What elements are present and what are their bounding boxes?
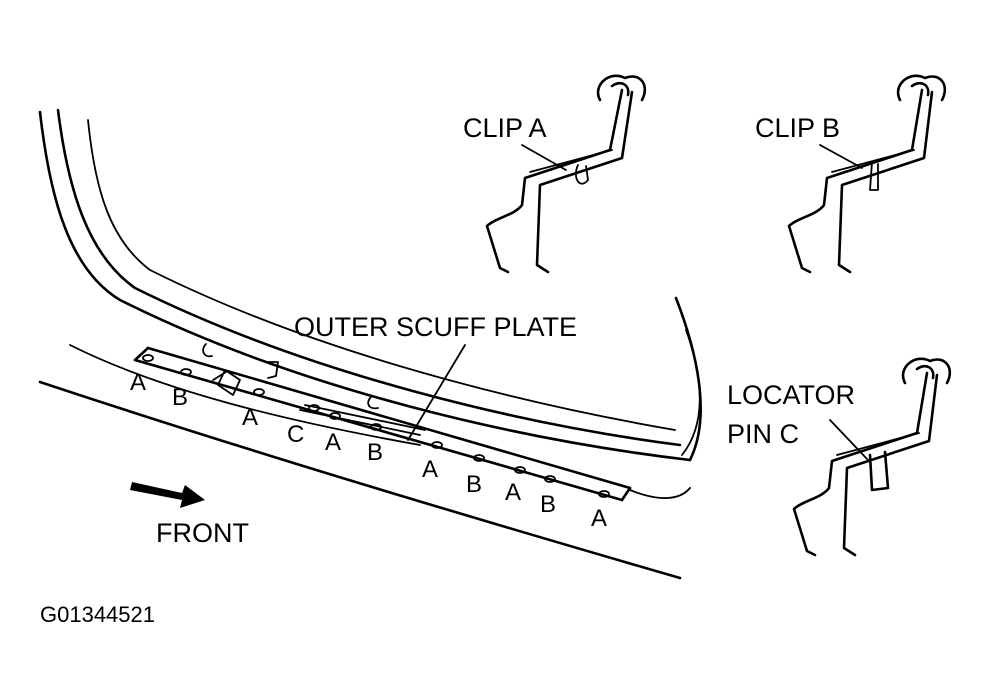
sill-pin-label: B xyxy=(172,384,188,411)
sill-pin-label: A xyxy=(325,429,341,456)
sill-pin-label: B xyxy=(466,471,482,498)
door-opening-outline xyxy=(38,108,702,580)
sill-pin-label: A xyxy=(130,369,146,396)
clip-a-detail xyxy=(485,74,647,274)
locator-label-line2: PIN C xyxy=(727,419,799,449)
sill-pin-label: B xyxy=(540,491,556,518)
sill-pin-label: A xyxy=(591,505,607,532)
clip-b-detail xyxy=(787,74,947,274)
outer-scuff-plate xyxy=(133,343,632,502)
locator-pin-c-detail xyxy=(792,357,952,557)
front-arrow-icon xyxy=(130,482,205,508)
outer-scuff-plate-label: OUTER SCUFF PLATE xyxy=(294,312,577,342)
plate-holes xyxy=(142,354,610,498)
outer-scuff-plate-leader xyxy=(407,344,466,441)
sill-pin-label: C xyxy=(287,421,304,448)
locator-pin-c-leader xyxy=(829,419,869,461)
figure-id: G01344521 xyxy=(40,602,155,627)
clip-a-leader xyxy=(521,144,567,171)
front-label: FRONT xyxy=(156,518,249,548)
sill-pin-label: A xyxy=(422,456,438,483)
sill-pin-label: A xyxy=(505,479,521,506)
sill-pin-labels: A B A C A B A B A B A xyxy=(130,369,607,532)
clip-b-leader xyxy=(819,144,863,169)
clip-a-label: CLIP A xyxy=(463,113,547,143)
sill-pin-label: A xyxy=(242,404,258,431)
clip-b-label: CLIP B xyxy=(755,113,840,143)
locator-label-line1: LOCATOR xyxy=(727,380,855,410)
sill-pin-label: B xyxy=(367,439,383,466)
